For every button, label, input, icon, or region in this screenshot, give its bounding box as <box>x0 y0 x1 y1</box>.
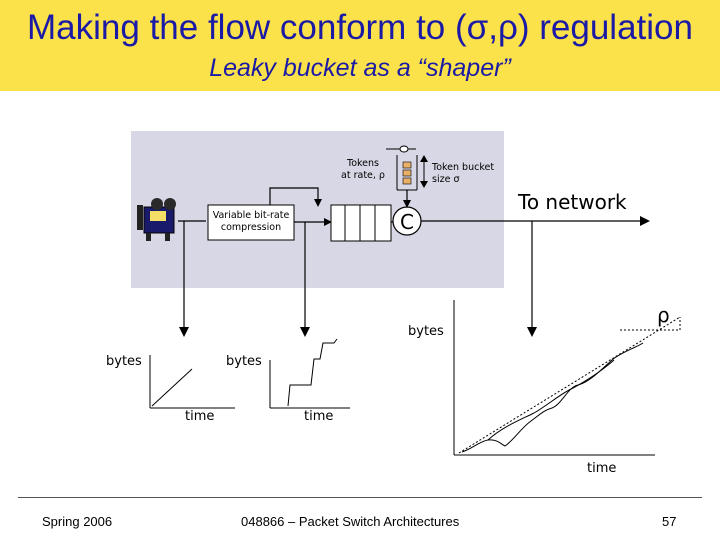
compression-label-2: compression <box>221 222 281 233</box>
footer-page-number: 57 <box>662 514 677 529</box>
bucket-label-1: Token bucket <box>431 162 494 173</box>
right-graph-dashed-bound <box>458 316 681 454</box>
tokens-label-2: at rate, ρ <box>341 170 385 181</box>
right-graph-xlabel: time <box>587 461 616 476</box>
feedback-line <box>269 187 322 207</box>
footer-date: Spring 2006 <box>42 514 113 529</box>
slide-title: Making the flow conform to (σ,ρ) regulat… <box>27 8 693 47</box>
middle-graph-curve <box>287 338 338 407</box>
title-band <box>0 0 720 91</box>
compression-label-1: Variable bit-rate <box>213 210 290 221</box>
right-graph-arrival-curve <box>461 342 644 453</box>
rate-symbol: C <box>400 210 414 234</box>
bucket-label-2: size σ <box>432 174 459 185</box>
compression-box <box>207 204 295 241</box>
right-graph <box>453 300 681 456</box>
tokens-label-1: Tokens <box>346 158 379 169</box>
slide-subtitle: Leaky bucket as a “shaper” <box>209 54 511 82</box>
left-graph-curve <box>151 368 193 407</box>
bucket-size-arrow-up <box>420 155 428 162</box>
shaper-panel <box>131 131 504 288</box>
left-graph-ylabel: bytes <box>106 354 142 369</box>
middle-graph <box>269 338 350 409</box>
bucket-size-arrow-down <box>420 181 428 188</box>
right-graph-ylabel: bytes <box>408 324 444 339</box>
left-graph <box>149 355 235 409</box>
to-network-label: To network <box>517 190 627 214</box>
middle-graph-ylabel: bytes <box>226 354 262 369</box>
left-graph-xlabel: time <box>185 409 214 424</box>
right-graph-slope-triangle <box>620 317 681 331</box>
right-graph-shaped-curve <box>487 359 615 441</box>
footer-course: 048866 – Packet Switch Architectures <box>241 514 460 529</box>
packet-queue <box>330 204 392 242</box>
token-bucket <box>386 145 418 208</box>
right-graph-slope-label: ρ <box>657 303 670 327</box>
video-camera-icon <box>137 198 176 241</box>
middle-graph-xlabel: time <box>304 409 333 424</box>
footer-rule <box>18 497 702 498</box>
